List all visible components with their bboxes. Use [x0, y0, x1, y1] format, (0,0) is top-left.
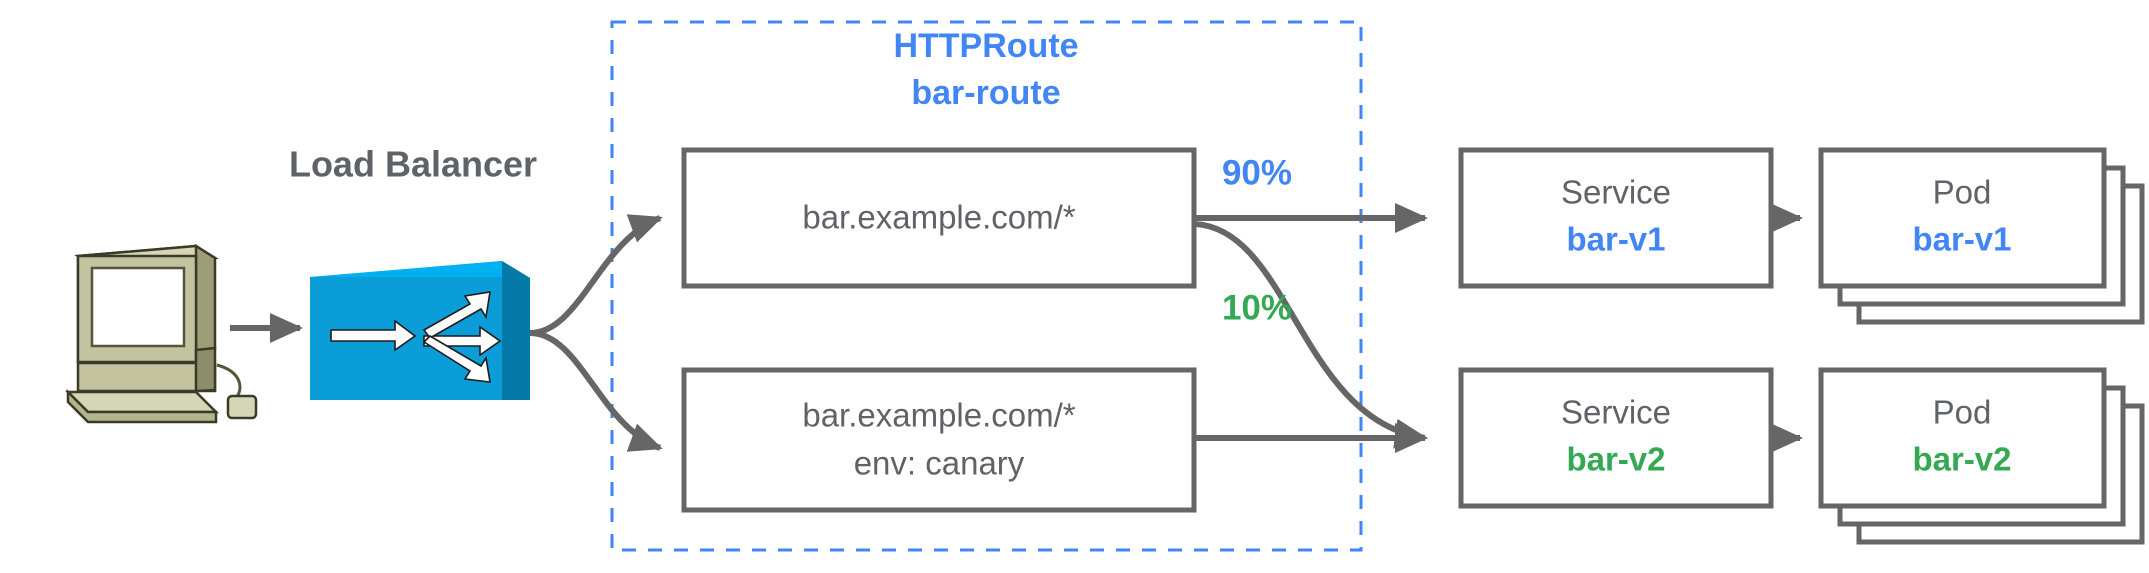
workstation-icon — [64, 243, 258, 424]
service-bar-v1-kind: Service — [1561, 174, 1671, 211]
weight-label-10: 10% — [1222, 288, 1292, 327]
edge-loadbalancer-to-route-primary — [529, 214, 663, 336]
service-bar-v1-box[interactable]: Service bar-v1 — [1458, 147, 1774, 289]
load-balancer-icon — [310, 261, 530, 400]
service-bar-v2-name: bar-v2 — [1566, 441, 1665, 478]
pod-bar-v2-kind: Pod — [1933, 394, 1992, 431]
pod-bar-v1-name: bar-v1 — [1912, 221, 2011, 258]
httproute-name-label: bar-route — [911, 74, 1060, 112]
pod-bar-v1-replica-1 — [1818, 147, 2107, 289]
edge-route-primary-to-service-v2 — [1193, 221, 1428, 449]
pod-bar-v1-stack[interactable]: Pod bar-v1 — [1818, 147, 2145, 325]
route-canary-line2: env: canary — [854, 445, 1025, 482]
service-bar-v2-kind: Service — [1561, 394, 1671, 431]
pod-bar-v2-name: bar-v2 — [1912, 441, 2011, 478]
service-bar-v2-box[interactable]: Service bar-v2 — [1458, 367, 1774, 509]
pod-bar-v1-kind: Pod — [1933, 174, 1992, 211]
httproute-kind-label: HTTPRoute — [893, 27, 1078, 65]
httproute-group-boundary — [610, 20, 1363, 552]
weight-label-90: 90% — [1222, 153, 1292, 192]
route-primary-line1: bar.example.com/* — [802, 199, 1075, 236]
route-canary-line1: bar.example.com/* — [802, 397, 1075, 434]
load-balancer-label: Load Balancer — [289, 144, 537, 185]
route-canary-box[interactable]: bar.example.com/* env: canary — [681, 367, 1197, 513]
service-bar-v1-name: bar-v1 — [1566, 221, 1665, 258]
pod-bar-v2-stack[interactable]: Pod bar-v2 — [1818, 367, 2145, 545]
edge-loadbalancer-to-route-canary — [529, 330, 663, 452]
route-primary-box[interactable]: bar.example.com/* — [681, 147, 1197, 289]
pod-bar-v2-replica-1 — [1818, 367, 2107, 509]
